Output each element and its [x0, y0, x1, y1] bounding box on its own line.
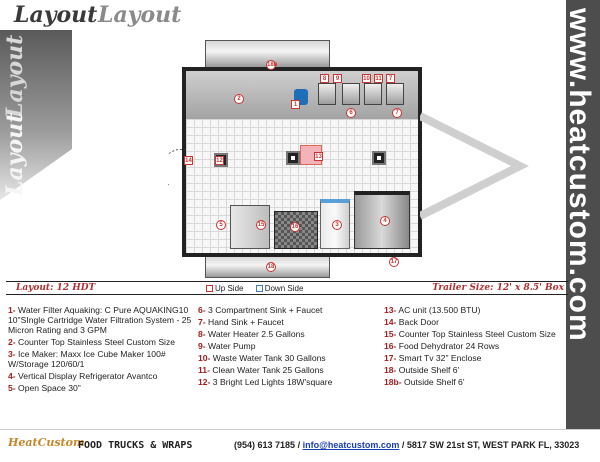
list-item: 3- Ice Maker: Maxx Ice Cube Maker 100# W…	[8, 349, 166, 369]
equipment-list-col2: 6- 3 Compartment Sink + Faucet 7- Hand S…	[198, 305, 378, 389]
info-bar: Layout: 12 HDT Up Side Down Side Trailer…	[6, 281, 568, 295]
marker-11: 11	[374, 74, 383, 83]
header-title: Layout	[14, 2, 98, 28]
trailer-tongue	[420, 112, 529, 220]
footer-email-link[interactable]: info@heatcustom.com	[302, 440, 400, 450]
marker-13: 13	[314, 152, 323, 161]
down-side-label: Down Side	[264, 284, 304, 293]
marker-1: 1	[291, 100, 300, 109]
marker-12: 12	[215, 156, 224, 165]
list-item: 8- Water Heater 2.5 Gallons	[198, 329, 305, 339]
marker-17: 17	[389, 257, 399, 267]
footer-tagline: FOOD TRUCKS & WRAPS	[78, 440, 193, 451]
list-item: 15- Counter Top Stainless Steel Custom S…	[384, 329, 556, 339]
marker-5: 5	[216, 220, 226, 230]
trailer-size-label: Trailer Size: 12' x 8.5' Box	[432, 283, 564, 293]
marker-3: 3	[332, 220, 342, 230]
hand-sink-icon	[318, 83, 336, 105]
led-light-icon	[372, 151, 386, 165]
marker-7b: 7	[392, 108, 402, 118]
company-logo: HeatCustom	[8, 436, 85, 449]
marker-10: 10	[362, 74, 371, 83]
list-item: 17- Smart Tv 32" Enclose	[384, 353, 482, 363]
header-title-shadow: Layout	[98, 2, 182, 28]
right-url-band	[566, 0, 600, 430]
up-side-swatch	[206, 285, 213, 292]
back-door-swing	[168, 149, 187, 187]
list-item: 6- 3 Compartment Sink + Faucet	[198, 305, 323, 315]
list-item: 18b- Outside Shelf 6'	[384, 377, 465, 387]
list-item: 5- Open Space 30"	[8, 383, 81, 393]
side-title: Layout	[2, 112, 28, 196]
marker-16: 16	[290, 222, 300, 232]
list-item: 12- 3 Bright Led Lights 18W'square	[198, 377, 333, 387]
sink-compartment-1	[342, 83, 360, 105]
list-item: 11- Clean Water Tank 25 Gallons	[198, 365, 324, 375]
list-item: 1- Water Filter Aquaking: C Pure AQUAKIN…	[8, 305, 192, 335]
marker-7: 7	[386, 74, 395, 83]
marker-2: 2	[234, 94, 244, 104]
footer: HeatCustom FOOD TRUCKS & WRAPS (954) 613…	[0, 429, 600, 462]
list-item: 16- Food Dehydrator 24 Rows	[384, 341, 500, 351]
header: Layout Layout	[0, 0, 600, 30]
marker-15: 15	[256, 220, 266, 230]
marker-18b: 18b	[266, 60, 278, 70]
marker-9: 9	[333, 74, 342, 83]
side-title-upper: Layout	[2, 34, 28, 118]
list-item: 2- Counter Top Stainless Steel Custom Si…	[8, 337, 176, 347]
footer-phone[interactable]: (954) 613 7185	[234, 440, 296, 450]
marker-18: 18	[266, 262, 276, 272]
equipment-list-col3: 13- AC unit (13.500 BTU) 14- Back Door 1…	[384, 305, 564, 389]
footer-contact: (954) 613 7185 / info@heatcustom.com / 5…	[234, 440, 580, 450]
list-item: 14- Back Door	[384, 317, 439, 327]
list-item: 10- Waste Water Tank 30 Gallons	[198, 353, 326, 363]
side-legend: Up Side Down Side	[206, 284, 303, 293]
sink-compartment-3	[386, 83, 404, 105]
footer-address: / 5817 SW 21st ST, WEST PARK FL, 33023	[401, 440, 580, 450]
list-item: 18- Outside Shelf 6'	[384, 365, 460, 375]
up-side-label: Up Side	[215, 284, 244, 293]
list-item: 9- Water Pump	[198, 341, 256, 351]
list-item: 4- Vertical Display Refrigerator Avantco	[8, 371, 158, 381]
list-item: 13- AC unit (13.500 BTU)	[384, 305, 481, 315]
list-item: 7- Hand Sink + Faucet	[198, 317, 284, 327]
down-side-swatch	[255, 285, 263, 292]
marker-4: 4	[380, 216, 390, 226]
sink-compartment-2	[364, 83, 382, 105]
marker-8: 8	[320, 74, 329, 83]
marker-6: 6	[346, 108, 356, 118]
marker-14: 14	[184, 156, 193, 165]
counter-top-15	[230, 205, 270, 249]
layout-label: Layout: 12 HDT	[16, 283, 96, 293]
led-light-icon	[286, 151, 300, 165]
equipment-list-col1: 1- Water Filter Aquaking: C Pure AQUAKIN…	[8, 305, 194, 395]
